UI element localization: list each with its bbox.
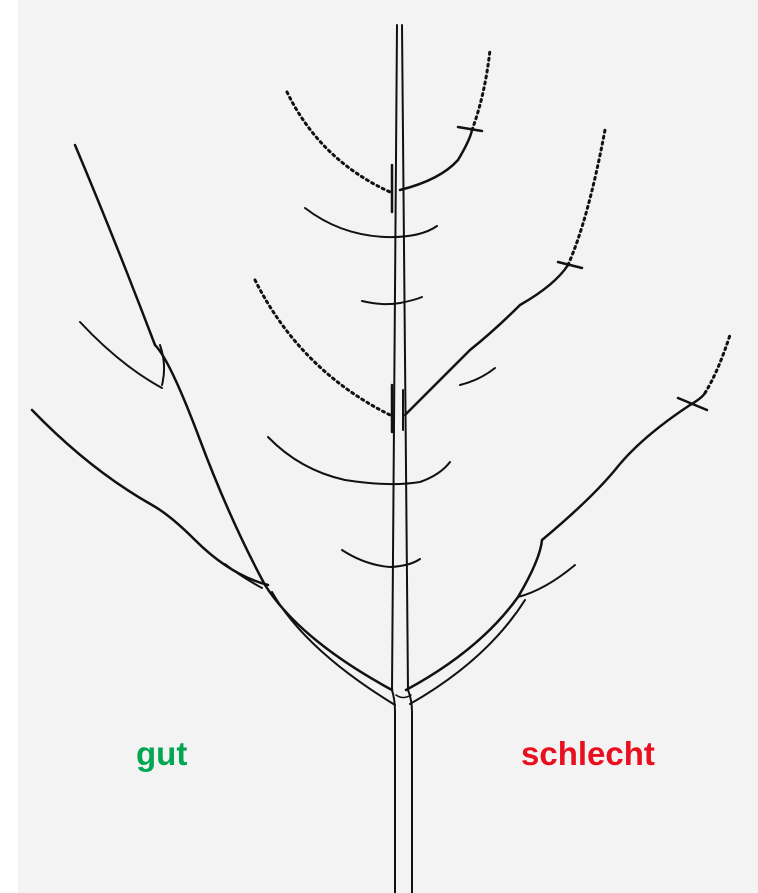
right-upper-branch [405,130,605,415]
left-scaffold-branch [75,145,395,705]
right-scaffold-branch [406,335,730,704]
short-laterals [268,208,450,567]
bad-label: schlecht [521,737,655,770]
right-top-branch [400,50,490,190]
removed-branch-dotted-lines [255,92,390,415]
good-label: gut [136,737,187,770]
central-leader [392,25,412,893]
left-lateral-branches [32,322,268,588]
